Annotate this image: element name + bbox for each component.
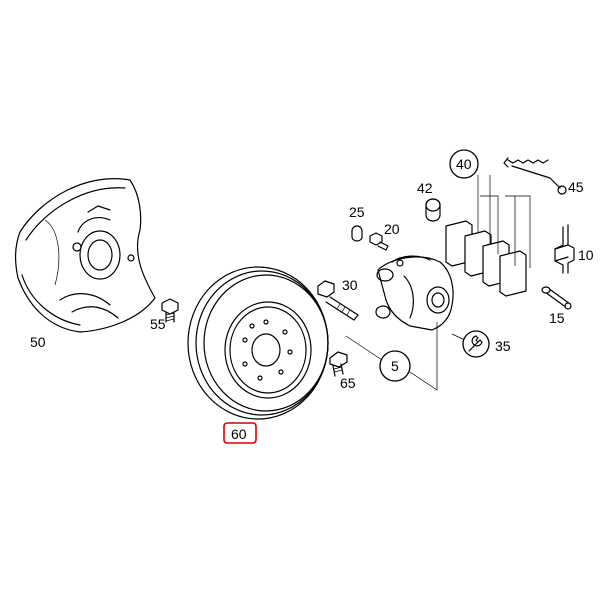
part-60-highlight <box>223 422 257 444</box>
part-label-60: 60 <box>231 426 247 442</box>
bleed-screw-part-20[interactable] <box>369 232 389 251</box>
part-label-35: 35 <box>495 338 511 354</box>
part-label-30: 30 <box>342 277 358 293</box>
part-label-25: 25 <box>349 204 365 220</box>
part-label-65: 65 <box>340 375 356 391</box>
callout-5-circle[interactable] <box>379 350 411 382</box>
splash-shield-part-50[interactable] <box>14 178 156 333</box>
bolt-part-30[interactable] <box>317 280 359 321</box>
cap-part-25[interactable] <box>351 225 363 242</box>
part-label-20: 20 <box>384 221 400 237</box>
part-label-5: 5 <box>391 358 399 374</box>
brake-caliper[interactable] <box>375 255 454 331</box>
spring-clip-part-10[interactable] <box>554 224 575 274</box>
part-label-42: 42 <box>417 180 433 196</box>
bolt-part-65[interactable] <box>329 351 348 377</box>
part-label-15: 15 <box>549 310 565 326</box>
piston-part-42[interactable] <box>425 198 441 222</box>
callout-40-circle[interactable] <box>449 149 479 179</box>
callout-5 <box>345 322 438 391</box>
bolt-part-55[interactable] <box>161 298 179 323</box>
wear-sensor-part-45[interactable] <box>503 157 567 195</box>
part-label-55: 55 <box>150 316 166 332</box>
part-label-50: 50 <box>30 334 46 350</box>
wrench-icon <box>468 335 483 352</box>
part-label-10: 10 <box>578 247 594 263</box>
part-label-40: 40 <box>456 156 472 172</box>
brake-pads-part-40[interactable] <box>445 175 531 297</box>
part-label-45: 45 <box>568 179 584 195</box>
guide-pin-part-15[interactable] <box>541 286 572 310</box>
brake-disc-part-60[interactable] <box>187 266 329 420</box>
